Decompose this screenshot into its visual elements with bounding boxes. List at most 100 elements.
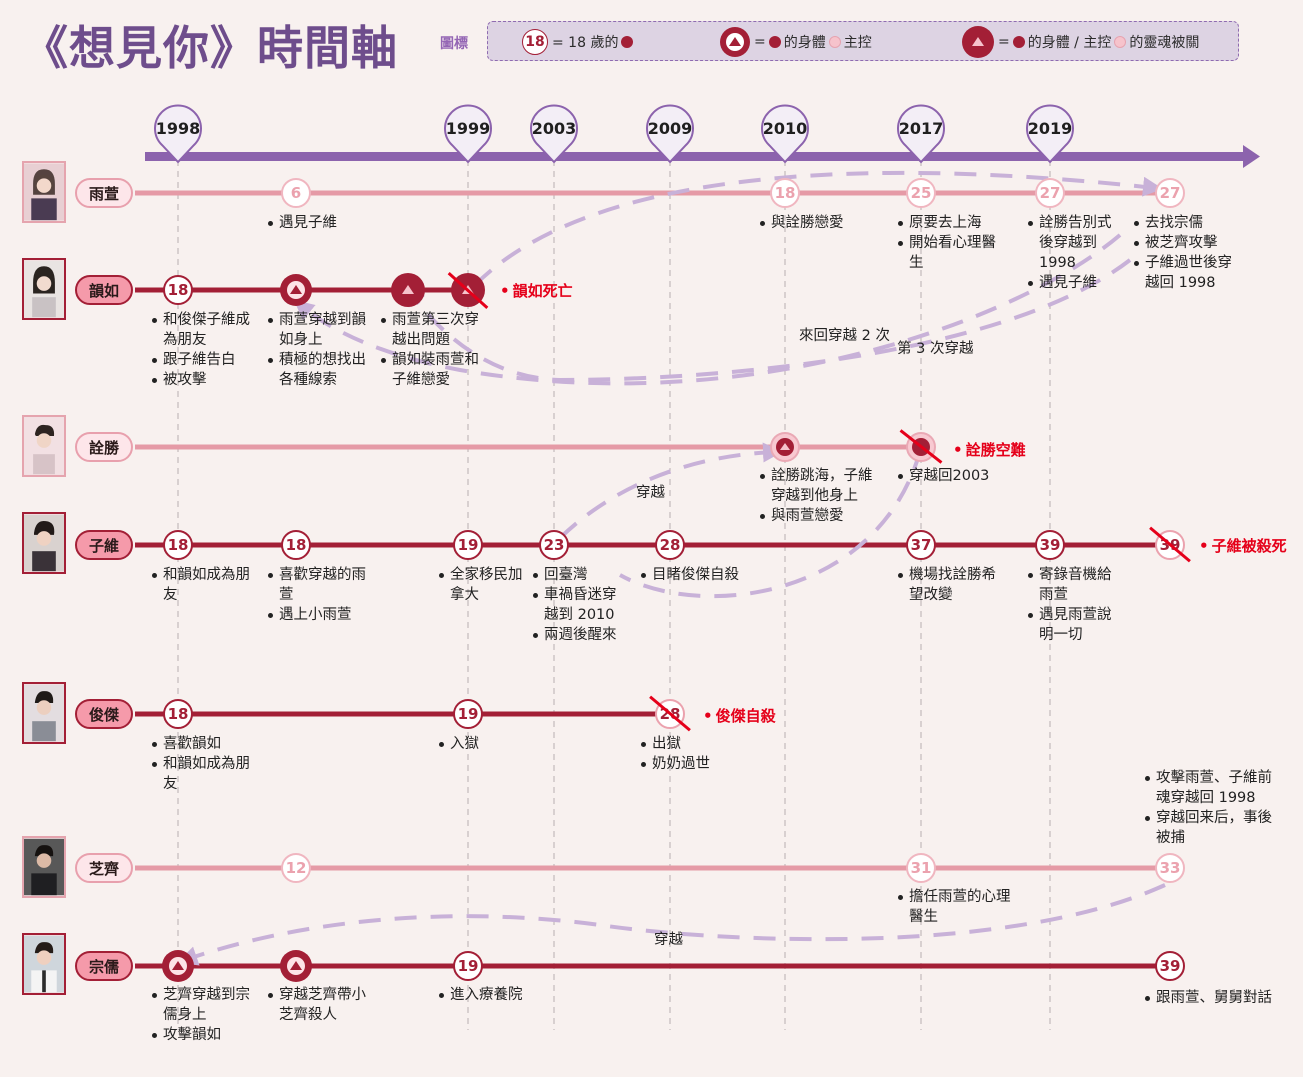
triangle-icon xyxy=(172,960,184,970)
quansheng-death-label: 詮勝空難 xyxy=(953,439,1026,460)
red-dot-icon xyxy=(768,36,781,48)
pin-icon xyxy=(897,104,945,164)
zongru-node-control-1 xyxy=(162,950,194,982)
yunru-death-label: 韻如死亡 xyxy=(500,280,573,301)
yuxuan-note-4: 詮勝告別式後穿越到 1998 遇見子維 xyxy=(1028,213,1124,293)
ziwei-death-label: 子維被殺死 xyxy=(1199,535,1287,556)
pin-icon xyxy=(761,104,809,164)
year-marker-1998: 1998 xyxy=(152,102,204,164)
arrow-label-third-travel: 第 3 次穿越 xyxy=(897,341,974,357)
avatar-zongru xyxy=(22,933,66,995)
year-label: 2017 xyxy=(898,119,944,138)
pink-dot-icon xyxy=(1114,36,1127,48)
pin-icon xyxy=(646,104,694,164)
zhiqi-node-12: 12 xyxy=(281,853,311,883)
year-label: 2019 xyxy=(1027,119,1073,138)
zongru-note-1: 芝齊穿越到宗儒身上 攻擊韻如 xyxy=(152,985,252,1045)
half-control-icon xyxy=(720,27,750,57)
zongru-node-39: 39 xyxy=(1155,951,1185,981)
yunru-node-body-control xyxy=(280,274,312,306)
pink-dot-icon xyxy=(828,36,841,48)
pin-icon xyxy=(154,104,202,164)
year-label: 2003 xyxy=(531,119,577,138)
year-label: 2010 xyxy=(762,119,808,138)
legend-trapped-text-a: = xyxy=(998,34,1010,50)
year-marker-2017: 2017 xyxy=(895,102,947,164)
triangle-icon xyxy=(780,442,790,450)
legend-trapped-text-c: 的靈魂被關 xyxy=(1129,35,1200,51)
legend-box: 18 = 18 歲的 = 的身體 主控 = 的身體 / 主控 的靈魂被關 xyxy=(487,21,1239,61)
arrow-label-travel-2: 穿越 xyxy=(654,932,683,948)
axis-arrowhead xyxy=(1243,145,1260,168)
ziwei-node-39: 39 xyxy=(1035,530,1065,560)
ziwei-node-19: 19 xyxy=(453,530,483,560)
junjie-node-18: 18 xyxy=(163,699,193,729)
avatar-yunru xyxy=(22,258,66,320)
quansheng-note-1: 詮勝跳海，子維穿越到他身上 與雨萱戀愛 xyxy=(760,466,885,526)
triangle-icon xyxy=(290,284,302,294)
yunru-note-2: 雨萱穿越到韻如身上 積極的想找出各種線索 xyxy=(268,310,368,390)
ziwei-node-18a: 18 xyxy=(163,530,193,560)
zongru-note-2: 穿越芝齊帶小芝齊殺人 xyxy=(268,985,368,1025)
legend-trapped-text-b: 的身體 / 主控 xyxy=(1027,35,1112,51)
red-dot-icon xyxy=(621,36,634,48)
yuxuan-note-3: 原要去上海 開始看心理醫生 xyxy=(898,213,998,273)
yuxuan-node-27b: 27 xyxy=(1155,178,1185,208)
nameplate-yunru: 韻如 xyxy=(75,275,133,305)
time-axis xyxy=(145,152,1245,161)
full-control-icon xyxy=(962,26,994,58)
yuxuan-node-27: 27 xyxy=(1035,178,1065,208)
nameplate-zhiqi: 芝齊 xyxy=(75,853,133,883)
age-node-icon: 18 xyxy=(522,29,548,55)
legend-control-text-c: 主控 xyxy=(843,35,872,51)
legend-age-item: 18 = 18 歲的 xyxy=(522,22,636,62)
ziwei-node-23: 23 xyxy=(539,530,569,560)
avatar-quansheng xyxy=(22,415,66,477)
ziwei-note-5: 目睹俊傑自殺 xyxy=(641,565,741,585)
nameplate-quansheng: 詮勝 xyxy=(75,432,133,462)
year-label: 1999 xyxy=(445,119,491,138)
legend-control-text-a: = xyxy=(754,34,766,50)
junjie-note-1: 喜歡韻如 和韻如成為朋友 xyxy=(152,734,252,794)
yunru-note-3: 雨萱第三次穿越出問題 韻如裝雨萱和子維戀愛 xyxy=(381,310,481,390)
avatar-junjie xyxy=(22,682,66,744)
nameplate-zongru: 宗儒 xyxy=(75,951,133,981)
year-marker-1999: 1999 xyxy=(442,102,494,164)
year-marker-2010: 2010 xyxy=(759,102,811,164)
junjie-note-2: 入獄 xyxy=(439,734,529,754)
junjie-note-3: 出獄 奶奶過世 xyxy=(641,734,741,774)
triangle-icon xyxy=(402,284,414,294)
legend-trapped-item: = 的身體 / 主控 的靈魂被關 xyxy=(962,22,1199,62)
yuxuan-node-6: 6 xyxy=(281,178,311,208)
yuxuan-note-2: 與詮勝戀愛 xyxy=(760,213,880,233)
ziwei-note-1: 和韻如成為朋友 xyxy=(152,565,252,605)
zhiqi-node-31: 31 xyxy=(906,853,936,883)
year-label: 2009 xyxy=(647,119,693,138)
arrow-label-back-forth: 來回穿越 2 次 xyxy=(799,328,890,344)
yunru-note-1: 和俊傑子維成為朋友 跟子維告白 被攻擊 xyxy=(152,310,252,390)
legend-age-text: = 18 歲的 xyxy=(552,35,619,51)
year-marker-2009: 2009 xyxy=(644,102,696,164)
ziwei-note-4: 回臺灣 車禍昏迷穿越到 2010 兩週後醒來 xyxy=(533,565,628,645)
ziwei-note-6: 機場找詮勝希望改變 xyxy=(898,565,998,605)
avatar-ziwei xyxy=(22,512,66,574)
zongru-node-control-2 xyxy=(280,950,312,982)
ziwei-note-7: 寄錄音機給雨萱 遇見雨萱說明一切 xyxy=(1028,565,1124,645)
yuxuan-node-18: 18 xyxy=(770,178,800,208)
yuxuan-node-25: 25 xyxy=(906,178,936,208)
avatar-zhiqi xyxy=(22,836,66,898)
legend-label: 圖標 xyxy=(440,36,468,52)
year-label: 1998 xyxy=(155,119,201,138)
junjie-death-label: 俊傑自殺 xyxy=(703,705,776,726)
junjie-node-19: 19 xyxy=(453,699,483,729)
yuxuan-note-5: 去找宗儒 被芝齊攻擊 子維過世後穿越回 1998 xyxy=(1134,213,1238,293)
ziwei-node-18b: 18 xyxy=(281,530,311,560)
pin-icon xyxy=(1026,104,1074,164)
quansheng-note-2: 穿越回2003 xyxy=(898,466,1008,486)
zhiqi-note-1: 擔任雨萱的心理醫生 xyxy=(898,887,1023,927)
triangle-icon xyxy=(290,960,302,970)
zhiqi-note-2: 攻擊雨萱、子維前魂穿越回 1998 穿越回来后，事後被捕 xyxy=(1145,768,1280,848)
ziwei-note-2: 喜歡穿越的雨萱 遇上小雨萱 xyxy=(268,565,368,625)
nameplate-junjie: 俊傑 xyxy=(75,699,133,729)
legend-control-item: = 的身體 主控 xyxy=(720,22,872,62)
